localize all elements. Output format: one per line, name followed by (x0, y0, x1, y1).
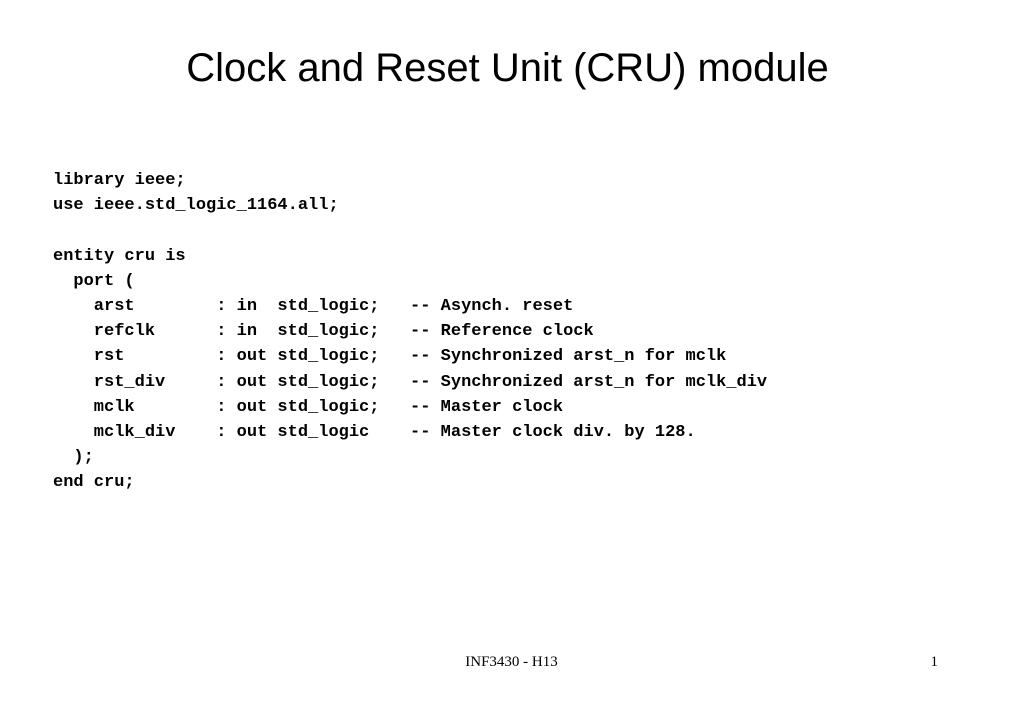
code-line: rst_div : out std_logic; -- Synchronized… (53, 372, 768, 392)
vhdl-code-block: library ieee; use ieee.std_logic_1164.all… (53, 168, 767, 495)
code-line: end cru; (53, 473, 135, 493)
code-line: refclk : in std_logic; -- Reference cloc… (53, 322, 594, 342)
code-line: mclk_div : out std_logic -- Master clock… (53, 422, 696, 442)
code-line: rst : out std_logic; -- Synchronized ars… (53, 347, 727, 367)
footer-course: INF3430 - H13 (465, 654, 558, 670)
code-line: port ( (53, 271, 135, 291)
code-line (53, 218, 767, 243)
slide-title: Clock and Reset Unit (CRU) module (186, 46, 829, 90)
code-line: ); (53, 448, 94, 468)
code-line: entity cru is (53, 246, 186, 266)
code-line: use ieee.std_logic_1164.all; (53, 196, 339, 216)
code-line: arst : in std_logic; -- Asynch. reset (53, 296, 574, 316)
page-number: 1 (930, 654, 939, 670)
code-line: mclk : out std_logic; -- Master clock (53, 397, 564, 417)
code-line: library ieee; (53, 171, 186, 190)
